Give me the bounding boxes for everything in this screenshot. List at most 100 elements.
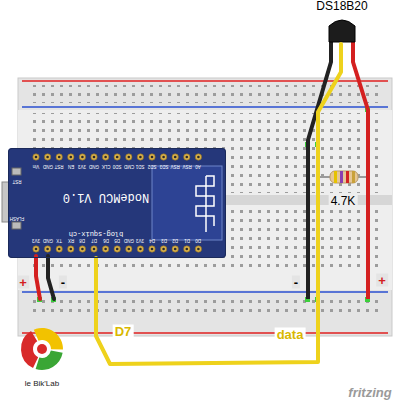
pin-hole: [162, 156, 165, 159]
pin-hole: [58, 156, 61, 159]
flash-button: [12, 222, 21, 229]
logo-segment: [21, 331, 38, 368]
jumper-wires: [36, 256, 54, 299]
pin-label: CMD: [124, 164, 134, 169]
rail-line: [22, 106, 388, 108]
pin-pad: [195, 246, 201, 252]
pin-hole: [104, 156, 107, 159]
pin-pad: [68, 154, 74, 160]
pin-pad: [79, 154, 85, 160]
pin-label: SD3: [159, 164, 168, 169]
pin-label: D6: [103, 238, 109, 243]
pin-hole: [81, 248, 84, 251]
board-name: NodeMCU V1.0: [63, 191, 149, 203]
board-body: [8, 148, 226, 258]
pin-hole: [93, 248, 96, 251]
pin-pad: [44, 154, 50, 160]
button-label: RST: [13, 179, 22, 184]
pin-pad: [79, 246, 85, 252]
pin-hole: [197, 156, 200, 159]
pin-hole: [197, 248, 200, 251]
pin-pad: [91, 154, 97, 160]
resistor-value: 4.7K: [329, 195, 358, 207]
pin-pad: [68, 246, 74, 252]
pin-pad: [126, 154, 132, 160]
pin-pad: [56, 246, 62, 252]
pin-label: A0: [196, 164, 202, 169]
pin-pad: [149, 246, 155, 252]
pin-label: TX: [56, 238, 62, 243]
pin-hole: [70, 156, 73, 159]
pin-pad: [137, 246, 143, 252]
pin-hole: [35, 156, 38, 159]
pin-pad: [137, 154, 143, 160]
button-label: FLASH: [10, 216, 25, 221]
pin-label: D0: [196, 238, 202, 243]
pin-label: GND: [43, 164, 53, 169]
pin-label: 3V3: [78, 164, 86, 169]
pin-label: RSV: [182, 164, 191, 169]
pin-label: D5: [114, 238, 120, 243]
biklab-logo: [21, 328, 63, 370]
pin-label: EN: [68, 164, 74, 169]
pin-label: RX: [68, 238, 74, 243]
pin-pad: [56, 154, 62, 160]
ground-wire: [48, 256, 54, 299]
antenna-trace: [196, 176, 214, 232]
pin-label: GND: [124, 238, 134, 243]
pin-hole: [139, 156, 142, 159]
logo-segment: [36, 351, 63, 370]
pin-pad: [114, 154, 120, 160]
pin-hole: [151, 156, 154, 159]
pin-hole: [174, 248, 177, 251]
pin-hole: [46, 156, 49, 159]
pin-hole: [116, 248, 119, 251]
pin-label: Vin: [33, 164, 39, 169]
pin-hole: [139, 248, 142, 251]
rail-holes: [30, 296, 381, 314]
pin-pad: [33, 246, 39, 252]
rail-line: [22, 291, 388, 293]
pin-label: 3V3: [136, 238, 144, 243]
pin-hole: [186, 156, 189, 159]
pin-pad: [184, 246, 190, 252]
pin-label: 3V3: [32, 238, 40, 243]
pin-label: D3: [161, 238, 167, 243]
data-wire: [96, 44, 341, 364]
resistor-body: [330, 171, 358, 183]
resistor-symbol: [318, 171, 368, 183]
nodemcu-board: [2, 148, 226, 258]
pin-label: RST: [55, 164, 64, 169]
pin-label: SD1: [136, 164, 145, 169]
pin-hole: [58, 248, 61, 251]
watermark: fritzing: [348, 386, 391, 399]
pin-label: SD2: [148, 164, 157, 169]
pin-label: CLK: [101, 164, 110, 169]
pin-hole: [81, 156, 84, 159]
terminal-area: [18, 110, 392, 290]
part-name: DS18B20: [313, 0, 370, 12]
rail-line: [22, 80, 388, 82]
pin-hole: [151, 248, 154, 251]
reset-button: [12, 168, 21, 175]
pin-pad: [102, 246, 108, 252]
logo-dot: [37, 344, 47, 354]
power-leg: [353, 40, 368, 299]
pin-label: D4: [149, 238, 155, 243]
temperature-sensor: DS18B20: [313, 0, 370, 44]
rail-sign: +: [17, 276, 29, 289]
pin-pad: [160, 246, 166, 252]
pin-pad: [195, 154, 201, 160]
pin-hole: [186, 248, 189, 251]
header-pins: [33, 154, 202, 252]
pin-callout: D7: [113, 325, 134, 338]
pin-pad: [44, 246, 50, 252]
resistor-band: [346, 171, 349, 183]
pin-pad: [172, 246, 178, 252]
pin-pad: [114, 246, 120, 252]
pin-label: RSV: [171, 164, 180, 169]
pin-hole: [93, 156, 96, 159]
pin-pad: [149, 154, 155, 160]
pin-pad: [91, 246, 97, 252]
